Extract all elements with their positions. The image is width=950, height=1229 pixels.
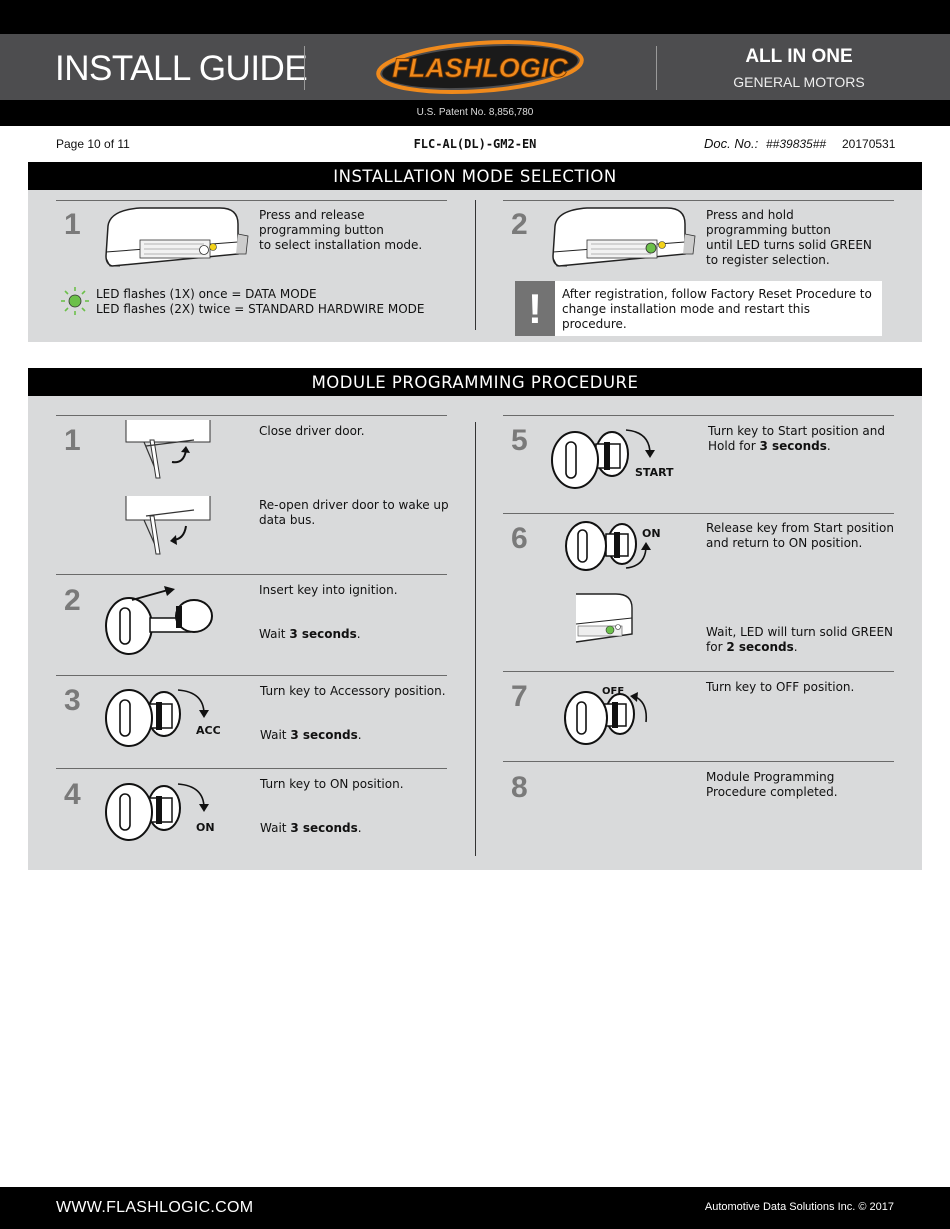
prog-step7-text: Turn key to OFF position.: [706, 680, 855, 694]
doc-date: 20170531: [842, 137, 896, 151]
divider: [56, 675, 447, 676]
divider: [56, 415, 447, 416]
divider: [503, 200, 894, 201]
step-number: 8: [511, 771, 528, 804]
door-close-icon: [125, 420, 211, 479]
flashlogic-logo: FLASHLOGIC: [376, 40, 584, 94]
start-label: START: [635, 466, 674, 479]
header-bar: INSTALL GUIDE FLASHLOGIC ALL IN ONE GENE…: [0, 34, 950, 100]
off-label: OFF: [602, 686, 624, 697]
warning-box: ! After registration, follow Factory Res…: [515, 281, 882, 336]
key-off-icon: OFF: [564, 686, 648, 745]
key-on-return-icon: ON: [565, 521, 661, 571]
header-divider: [304, 46, 305, 90]
page-number: Page 10 of 11: [56, 137, 130, 151]
column-divider: [475, 422, 476, 856]
divider: [56, 574, 447, 575]
key-insert-icon: [105, 586, 213, 655]
step-number: 5: [511, 424, 528, 457]
led-flash-icon: [61, 287, 89, 315]
header-divider-right: [656, 46, 657, 90]
patent-number: U.S. Patent No. 8,856,780: [0, 100, 950, 126]
guide-title: INSTALL GUIDE: [55, 49, 308, 88]
step-number: 1: [64, 208, 81, 241]
vehicle-make: GENERAL MOTORS: [733, 74, 865, 90]
warning-icon: !: [515, 281, 555, 336]
column-divider: [475, 200, 476, 330]
step-number: 3: [64, 684, 81, 717]
product-name: ALL IN ONE: [745, 46, 853, 67]
divider: [503, 671, 894, 672]
key-acc-icon: ACC: [105, 689, 221, 747]
prog-step4-wait: Wait 3 seconds.: [260, 821, 362, 835]
prog-step2-wait: Wait 3 seconds.: [259, 627, 361, 641]
prog-step3-text: Turn key to Accessory position.: [260, 684, 446, 698]
on-label: ON: [642, 527, 661, 540]
divider: [503, 415, 894, 416]
divider: [56, 200, 447, 201]
step-number: 2: [511, 208, 528, 241]
acc-label: ACC: [196, 724, 221, 737]
step-number: 6: [511, 522, 528, 555]
footer-bar: WWW.FLASHLOGIC.COM Automotive Data Solut…: [0, 1187, 950, 1229]
prog-step3-wait: Wait 3 seconds.: [260, 728, 362, 742]
prog-step6-wait: Wait, LED will turn solid GREEN for 2 se…: [706, 625, 893, 654]
prog-step2-text: Insert key into ignition.: [259, 583, 398, 597]
step-number: 2: [64, 584, 81, 617]
step-number: 7: [511, 680, 528, 713]
copyright: Automotive Data Solutions Inc. © 2017: [704, 1201, 894, 1213]
doc-number: ##39835##: [766, 137, 827, 151]
module-illustration: [105, 207, 249, 267]
door-open-icon: [125, 496, 211, 555]
step-number: 1: [64, 424, 81, 457]
prog-step4-text: Turn key to ON position.: [260, 777, 404, 791]
divider: [503, 513, 894, 514]
key-on-icon: ON: [105, 783, 215, 841]
section-title-install: INSTALLATION MODE SELECTION: [28, 162, 922, 190]
top-black-band: [0, 0, 950, 34]
module-led-green-icon: [575, 593, 633, 643]
doc-label: Doc. No.:: [704, 136, 759, 151]
step-number: 4: [64, 778, 81, 811]
divider: [503, 761, 894, 762]
module-illustration-green-led: [552, 207, 696, 267]
section-title-programming: MODULE PROGRAMMING PROCEDURE: [28, 368, 922, 396]
logo-text: FLASHLOGIC: [392, 53, 568, 83]
key-start-icon: START: [551, 429, 674, 489]
prog-step5-text: Turn key to Start position and Hold for …: [708, 424, 885, 453]
website-link[interactable]: WWW.FLASHLOGIC.COM: [56, 1199, 254, 1216]
divider: [56, 768, 447, 769]
on-label: ON: [196, 821, 215, 834]
warning-text: After registration, follow Factory Reset…: [562, 287, 872, 331]
product-code: FLC-AL(DL)-GM2-EN: [413, 137, 537, 151]
prog-step1-text-a: Close driver door.: [259, 424, 365, 438]
